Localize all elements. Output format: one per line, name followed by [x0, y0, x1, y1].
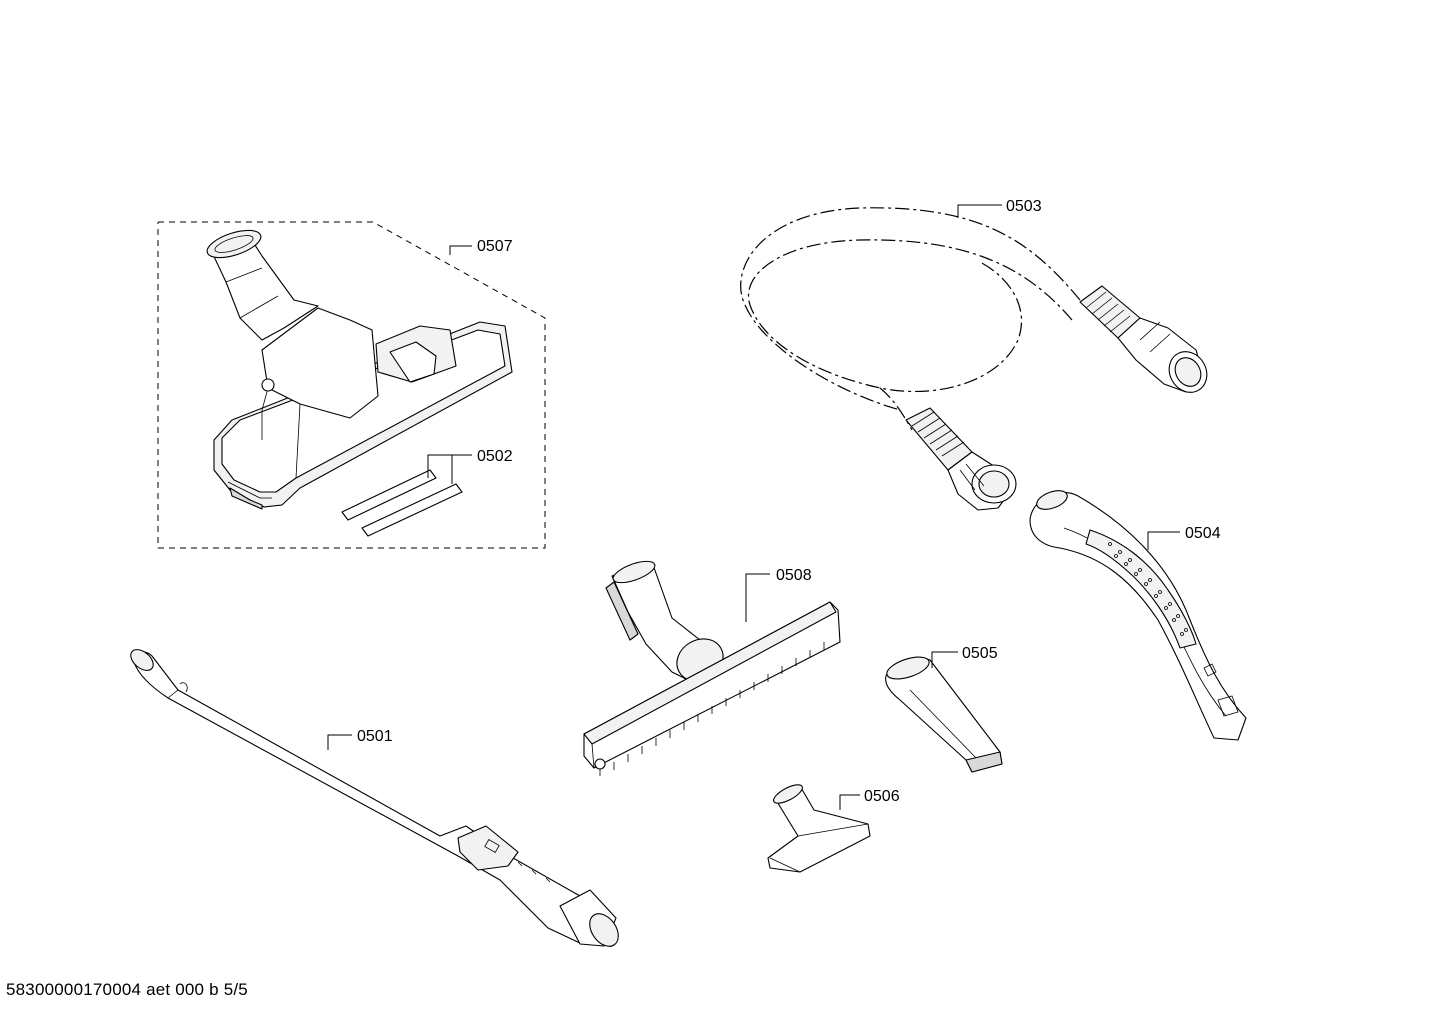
leader-0506 [839, 794, 860, 810]
floor-nozzle-drawing [206, 229, 513, 510]
hose-upper-coupling [1079, 285, 1208, 393]
leader-0507 [449, 245, 472, 255]
part-label-0502: 0502 [477, 448, 513, 465]
hose-drawing [740, 204, 1208, 511]
leader-0504 [1147, 531, 1180, 550]
document-code: 58300000170004 aet 000 b 5/5 [6, 980, 248, 999]
hose-lower-coupling [905, 407, 1017, 511]
crevice-tool-drawing [885, 651, 1003, 773]
leader-0501 [327, 734, 352, 750]
assembly-dashed-outline [157, 221, 546, 549]
leader-0505 [931, 651, 958, 668]
leader-0503 [957, 204, 1002, 218]
part-label-0504: 0504 [1185, 525, 1221, 542]
brush-strips-drawing [341, 469, 463, 537]
part-label-0507: 0507 [477, 238, 513, 255]
parquet-nozzle-drawing [583, 560, 841, 776]
handle-drawing [1029, 490, 1247, 741]
part-label-0506: 0506 [864, 788, 900, 805]
part-label-0508: 0508 [776, 567, 812, 584]
upholstery-tool-drawing [767, 784, 871, 873]
telescopic-tube-drawing [130, 649, 619, 947]
floor-nozzle-assembly-group [157, 221, 546, 549]
leader-0502 [427, 454, 472, 484]
part-label-0505: 0505 [962, 645, 998, 662]
part-label-0503: 0503 [1006, 198, 1042, 215]
leader-0508 [745, 573, 770, 622]
part-label-0501: 0501 [357, 728, 393, 745]
